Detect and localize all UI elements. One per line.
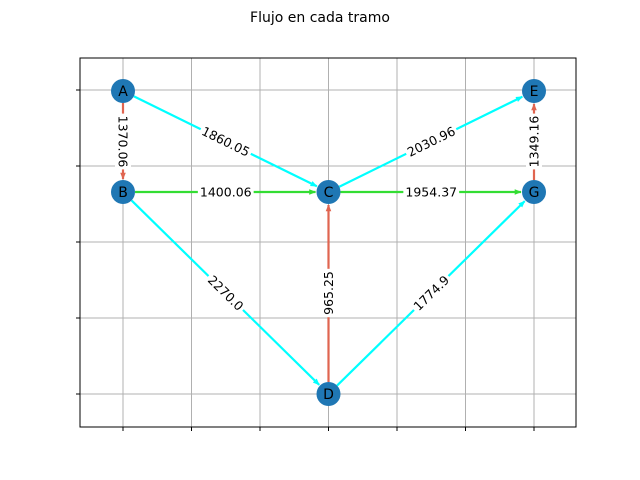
edge-label-group: 1400.06 xyxy=(197,184,254,200)
edge-label-background xyxy=(408,270,455,316)
node-label-G: G xyxy=(529,185,540,201)
node-label-A: A xyxy=(118,84,128,100)
node-C xyxy=(316,180,341,204)
node-label-B: B xyxy=(118,185,128,201)
edge-label: 1370.06 xyxy=(116,116,131,168)
node-E xyxy=(522,79,546,103)
edge-label-background xyxy=(197,122,255,161)
edge-label-group: 965.25 xyxy=(320,268,337,318)
edge-label: 1349.16 xyxy=(527,116,542,168)
node-B xyxy=(111,180,135,204)
node-label-D: D xyxy=(323,387,334,403)
edge-label-background xyxy=(402,122,460,161)
node-A xyxy=(111,79,135,103)
edge-label: 1400.06 xyxy=(200,185,252,200)
edge-label-group: 1954.37 xyxy=(403,184,460,200)
chart-title: Flujo en cada tramo xyxy=(250,10,390,26)
edge-label-background xyxy=(202,270,249,316)
node-D xyxy=(316,382,341,406)
edge-label-background xyxy=(115,113,131,170)
edge-label-background xyxy=(320,268,337,318)
node-label-C: C xyxy=(324,185,334,201)
node-label-E: E xyxy=(530,84,539,100)
edge-label: 965.25 xyxy=(321,271,336,315)
edge-label: 1954.37 xyxy=(405,185,457,200)
node-G xyxy=(522,180,546,204)
edge-label-background xyxy=(197,184,254,200)
nodes: A B C D E G xyxy=(111,79,546,406)
axis-ticks xyxy=(76,89,535,431)
edge-label-background xyxy=(403,184,460,200)
edge-label-group: 1370.06 xyxy=(115,113,131,170)
edge-label-background xyxy=(526,113,542,170)
edge-label-group: 1349.16 xyxy=(526,113,542,170)
